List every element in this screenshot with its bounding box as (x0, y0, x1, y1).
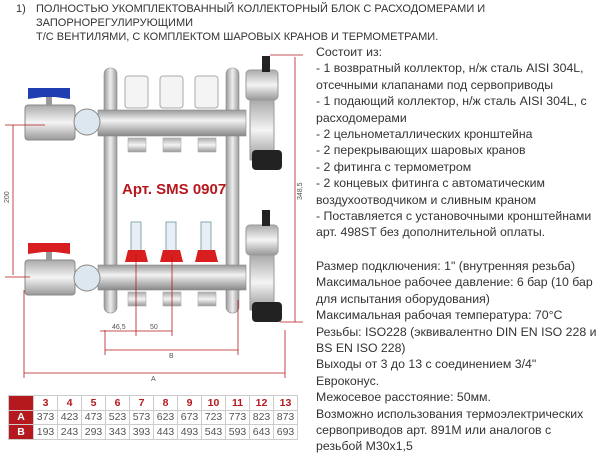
manifold-diagram: Арт. SMS 0907 200 348,5 46,5 50 B A (4, 54, 304, 383)
text-line: Межосевое расстояние: 50мм. (316, 390, 491, 405)
text-line: арт. 498ST без дополнительной оплаты. (316, 225, 546, 240)
bottom-ball-valve (24, 243, 76, 296)
table-cell: 673 (177, 409, 202, 425)
text-line: - Поставляется с установочными кронштейн… (316, 209, 592, 224)
text-line: Евроконус. (316, 373, 380, 388)
flowmeters (125, 221, 218, 262)
table-header-cell: 9 (177, 395, 202, 411)
dim-200: 200 (4, 191, 11, 203)
table-corner-cell (8, 395, 34, 411)
thermometer-bottom (73, 264, 101, 292)
text-line: - 1 подающий коллектор, н/ж сталь AISI 3… (316, 94, 587, 109)
article-label: Арт. SMS 0907 (122, 181, 226, 198)
text-line: - 1 возвратный коллектор, н/ж сталь AISI… (316, 61, 584, 76)
text-line: резьбой M30x1,5 (316, 439, 413, 454)
table-header-cell: 10 (201, 395, 226, 411)
outlets (127, 137, 217, 307)
table-cell: 193 (33, 424, 58, 440)
table-cell: 873 (273, 409, 298, 425)
table-header-cell: 12 (249, 395, 274, 411)
table-cell: 543 (201, 424, 226, 440)
table-cell: 693 (273, 424, 298, 440)
table-row-label: A (8, 409, 34, 425)
section-number: 1) (16, 3, 26, 15)
table-cell: 573 (129, 409, 154, 425)
table-cell: 643 (249, 424, 274, 440)
table-header-cell: 5 (81, 395, 106, 411)
table-cell: 723 (201, 409, 226, 425)
text-line: - 2 цельнометаллических кронштейна (316, 127, 533, 142)
table-cell: 823 (249, 409, 274, 425)
text-line: Состоит из: (316, 45, 383, 59)
table-cell: 443 (153, 424, 178, 440)
table-cell: 393 (129, 424, 154, 440)
table-cell: 593 (225, 424, 250, 440)
table-header-cell: 4 (57, 395, 82, 411)
text-line: расходомерами (316, 110, 407, 125)
servo-caps (124, 75, 219, 109)
text-line: для испытания оборудования) (316, 291, 490, 306)
table-header-cell: 13 (273, 395, 298, 411)
table-row-label: B (8, 424, 34, 440)
table-header-cell: 3 (33, 395, 58, 411)
air-vent-bottom (245, 210, 282, 322)
dim-348: 348,5 (297, 182, 304, 200)
return-pipe (97, 109, 247, 137)
composition-list: Состоит из: - 1 возвратный коллектор, н/… (316, 44, 600, 241)
text-line: Максимальное рабочее давление: 6 бар (10… (316, 275, 593, 290)
dim-b: B (169, 353, 174, 360)
table-cell: 493 (177, 424, 202, 440)
table-cell: 293 (81, 424, 106, 440)
dim-50: 50 (150, 324, 158, 331)
header-line: ПОЛНОСТЬЮ УКОМПЛЕКТОВАННЫЙ КОЛЛЕКТОРНЫЙ … (36, 3, 486, 29)
text-line: BS EN ISO 228) (316, 341, 406, 356)
table-header-cell: 11 (225, 395, 250, 411)
dim-46: 46,5 (112, 324, 126, 331)
air-vent-top (245, 56, 282, 170)
table-cell: 423 (57, 409, 82, 425)
text-line: - 2 концевых фитинга с автоматическим (316, 176, 545, 191)
text-line: сервоприводов арт. 891M или аналогов с (316, 423, 552, 438)
table-header-cell: 8 (153, 395, 178, 411)
dim-a: A (151, 376, 156, 383)
text-line: Максимальная рабочая температура: 70°С (316, 308, 563, 323)
text-line: - 2 перекрывающих шаровых кранов (316, 143, 526, 158)
specs-list: Размер подключения: 1" (внутренняя резьб… (316, 258, 600, 455)
table-cell: 473 (81, 409, 106, 425)
thermometer-top (73, 108, 101, 136)
text-line: отсечными клапанами под сервоприводы (316, 77, 554, 92)
text-line: - 2 фитинга с термометром (316, 159, 472, 174)
table-cell: 243 (57, 424, 82, 440)
table-cell: 343 (105, 424, 130, 440)
text-line: воздухоотводчиком и сливным краном (316, 192, 537, 207)
table-header-cell: 7 (129, 395, 154, 411)
header-line: Т/С ВЕНТИЛЯМИ, С КОМПЛЕКТОМ ШАРОВЫХ КРАН… (36, 31, 439, 43)
text-line: Выходы от 3 до 13 с соединением 3/4" (316, 357, 537, 372)
table-header-cell: 6 (105, 395, 130, 411)
text-line: Размер подключения: 1" (внутренняя резьб… (316, 259, 576, 273)
text-line: Резьбы: ISO228 (эквивалентно DIN EN ISO … (316, 324, 597, 339)
table-cell: 623 (153, 409, 178, 425)
text-line: Возможно использования термоэлектрически… (316, 406, 584, 421)
section-header: 1) ПОЛНОСТЬЮ УКОМПЛЕКТОВАННЫЙ КОЛЛЕКТОРН… (16, 2, 600, 44)
table-cell: 373 (33, 409, 58, 425)
table-cell: 773 (225, 409, 250, 425)
table-cell: 523 (105, 409, 130, 425)
dimension-lines (5, 54, 303, 378)
top-ball-valve (24, 88, 76, 141)
